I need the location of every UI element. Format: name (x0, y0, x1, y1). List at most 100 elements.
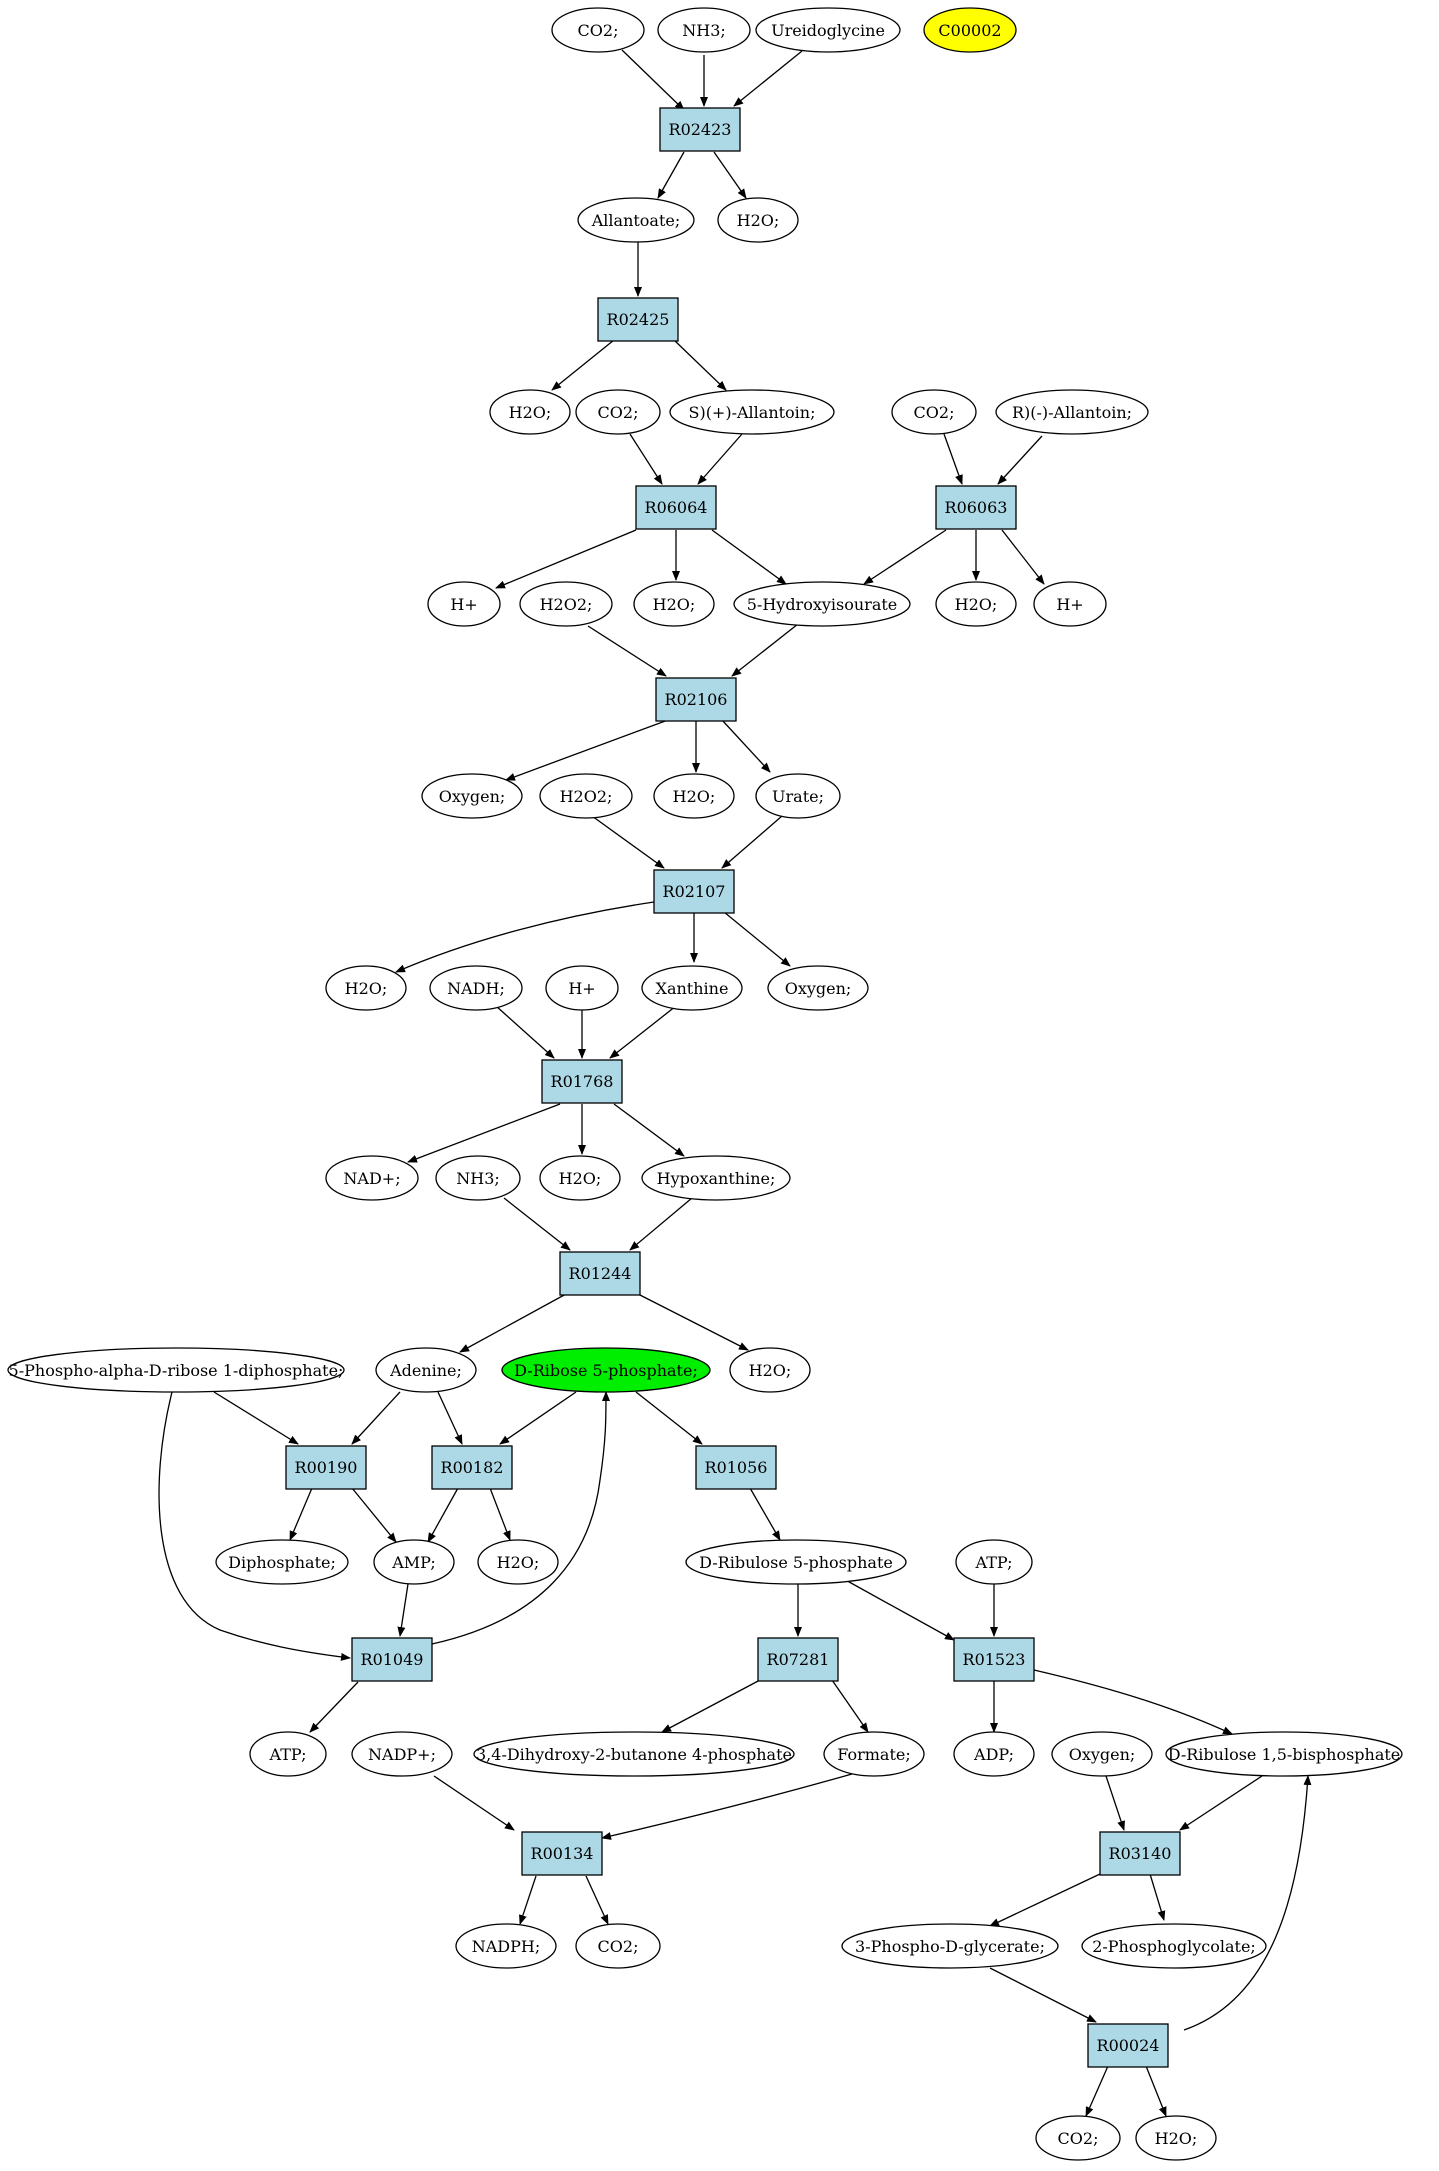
compound-diphosphate[interactable]: Diphosphate; (215, 1539, 349, 1585)
reaction-r01049[interactable]: R01049 (351, 1637, 433, 1682)
compound-h2o[interactable]: H2O; (729, 1347, 811, 1393)
reaction-label: R00182 (441, 1458, 504, 1477)
compound-hplus[interactable]: H+ (545, 965, 619, 1011)
compound-urate[interactable]: Urate; (755, 773, 841, 819)
compound-r-allantoin[interactable]: R)(-)-Allantoin; (995, 389, 1149, 435)
edge-h2o2-to-r02107 (591, 815, 665, 869)
compound-ellipse (489, 389, 571, 435)
compound-d-ribose-5-phosphate[interactable]: D-Ribose 5-phosphate; (501, 1347, 711, 1393)
compound-hydroxyisourate[interactable]: 5-Hydroxyisourate (733, 581, 911, 627)
compound-h2o[interactable]: H2O; (633, 581, 715, 627)
compound-xanthine[interactable]: Xanthine (641, 965, 743, 1011)
compound-h2o2[interactable]: H2O2; (539, 773, 633, 819)
reaction-r01523[interactable]: R01523 (953, 1637, 1035, 1682)
compound-atp[interactable]: ATP; (249, 1731, 327, 1777)
compound-oxygen[interactable]: Oxygen; (767, 965, 869, 1011)
compound-co2[interactable]: CO2; (1035, 2115, 1121, 2161)
reaction-box (659, 107, 741, 152)
compound-s-allantoin[interactable]: S)(+)-Allantoin; (669, 389, 835, 435)
compound-dihydroxybutanone-phosphate[interactable]: 3,4-Dihydroxy-2-butanone 4-phosphate (473, 1731, 795, 1777)
compound-co2[interactable]: CO2; (575, 1923, 661, 1969)
compound-amp[interactable]: AMP; (373, 1539, 455, 1585)
compound-co2[interactable]: CO2; (891, 389, 977, 435)
edge-urate-to-r02107 (721, 815, 783, 869)
compound-oxygen[interactable]: Oxygen; (1051, 1731, 1153, 1777)
edge-r-allantoin-to-r06063 (997, 435, 1043, 485)
reaction-r02107[interactable]: R02107 (653, 869, 735, 914)
edge-co2-to-r02423 (621, 49, 685, 111)
edge-r07281-to-dhbp (661, 1679, 761, 1733)
compound-label: CO2; (598, 1937, 639, 1956)
compound-adenine[interactable]: Adenine; (375, 1347, 477, 1393)
compound-ellipse (375, 1347, 477, 1393)
compound-h2o2[interactable]: H2O2; (519, 581, 613, 627)
compound-3-phospho-d-glycerate[interactable]: 3-Phospho-D-glycerate; (841, 1923, 1059, 1969)
compound-h2o[interactable]: H2O; (489, 389, 571, 435)
reaction-r01768[interactable]: R01768 (541, 1059, 623, 1104)
reaction-r01244[interactable]: R01244 (559, 1251, 641, 1296)
compound-d-ribulose-bisphosphate[interactable]: D-Ribulose 1,5-bisphosphate (1165, 1731, 1403, 1777)
reaction-r02425[interactable]: R02425 (597, 297, 679, 342)
compound-atp[interactable]: ATP; (955, 1539, 1033, 1585)
compound-hypoxanthine[interactable]: Hypoxanthine; (641, 1155, 791, 1201)
compound-h2o[interactable]: H2O; (325, 965, 407, 1011)
compound-nh3[interactable]: NH3; (435, 1155, 521, 1201)
edge-prpp-to-r01049 (158, 1391, 351, 1661)
compound-ellipse (519, 581, 613, 627)
compound-nadpplus[interactable]: NADP+; (351, 1731, 453, 1777)
reaction-nodes: R02423 R02425 R06064 R06063 R02106 R0210… (285, 107, 1181, 2068)
reaction-r02423[interactable]: R02423 (659, 107, 741, 152)
compound-h2o[interactable]: H2O; (717, 197, 799, 243)
compound-label: CO2; (914, 403, 955, 422)
compound-nadh[interactable]: NADH; (429, 965, 523, 1011)
compound-prpp[interactable]: 5-Phospho-alpha-D-ribose 1-diphosphate; (7, 1347, 345, 1393)
compound-h2o[interactable]: H2O; (935, 581, 1017, 627)
compound-h2o[interactable]: H2O; (539, 1155, 621, 1201)
compound-ellipse (685, 1539, 907, 1585)
compound-label: 5-Hydroxyisourate (747, 595, 898, 614)
compound-adp[interactable]: ADP; (953, 1731, 1035, 1777)
compound-hplus[interactable]: H+ (1033, 581, 1107, 627)
edge-r01768-to-nadplus (407, 1103, 561, 1163)
reaction-label: R01768 (551, 1072, 614, 1091)
compound-ellipse (427, 581, 501, 627)
compound-nadph[interactable]: NADPH; (455, 1923, 557, 1969)
compound-hplus[interactable]: H+ (427, 581, 501, 627)
compound-ureidoglycine[interactable]: Ureidoglycine (755, 7, 901, 53)
compound-ellipse (473, 1731, 795, 1777)
compound-c00002[interactable]: C00002 (923, 7, 1017, 53)
reaction-r00182[interactable]: R00182 (431, 1445, 513, 1490)
reaction-r06063[interactable]: R06063 (935, 485, 1017, 530)
edge-r02107-to-h2o (395, 901, 655, 973)
compound-ellipse (539, 1155, 621, 1201)
compound-d-ribulose-5-phosphate[interactable]: D-Ribulose 5-phosphate (685, 1539, 907, 1585)
reaction-label: R06064 (645, 498, 708, 517)
compound-h2o[interactable]: H2O; (1135, 2115, 1217, 2161)
compound-allantoate[interactable]: Allantoate; (577, 197, 695, 243)
reaction-label: R02106 (665, 690, 728, 709)
compound-co2[interactable]: CO2; (551, 7, 645, 53)
compound-h2o[interactable]: H2O; (653, 773, 735, 819)
reaction-r00024[interactable]: R00024 (1087, 2023, 1169, 2068)
reaction-r07281[interactable]: R07281 (757, 1637, 839, 1682)
compound-nh3[interactable]: NH3; (657, 7, 751, 53)
edge-r00182-to-amp (427, 1487, 459, 1543)
compound-2-phosphoglycolate[interactable]: 2-Phosphoglycolate; (1081, 1923, 1267, 1969)
compound-nadplus[interactable]: NAD+; (325, 1155, 419, 1201)
reaction-r02106[interactable]: R02106 (655, 677, 737, 722)
edge-hypoxanthine-to-r01244 (629, 1197, 693, 1251)
reaction-r00190[interactable]: R00190 (285, 1445, 367, 1490)
compound-label: 3-Phospho-D-glycerate; (855, 1937, 1045, 1956)
compound-label: H2O; (1155, 2129, 1198, 2148)
compound-ellipse (351, 1731, 453, 1777)
reaction-r01056[interactable]: R01056 (695, 1445, 777, 1490)
reaction-r06064[interactable]: R06064 (635, 485, 717, 530)
edge-prpp-to-r00190 (213, 1391, 299, 1445)
reaction-r03140[interactable]: R03140 (1099, 1831, 1181, 1876)
compound-co2[interactable]: CO2; (575, 389, 661, 435)
compound-oxygen[interactable]: Oxygen; (421, 773, 523, 819)
compound-h2o[interactable]: H2O; (477, 1539, 559, 1585)
edge-r01049-to-ribose5p (431, 1391, 610, 1645)
compound-formate[interactable]: Formate; (823, 1731, 925, 1777)
reaction-r00134[interactable]: R00134 (521, 1831, 603, 1876)
